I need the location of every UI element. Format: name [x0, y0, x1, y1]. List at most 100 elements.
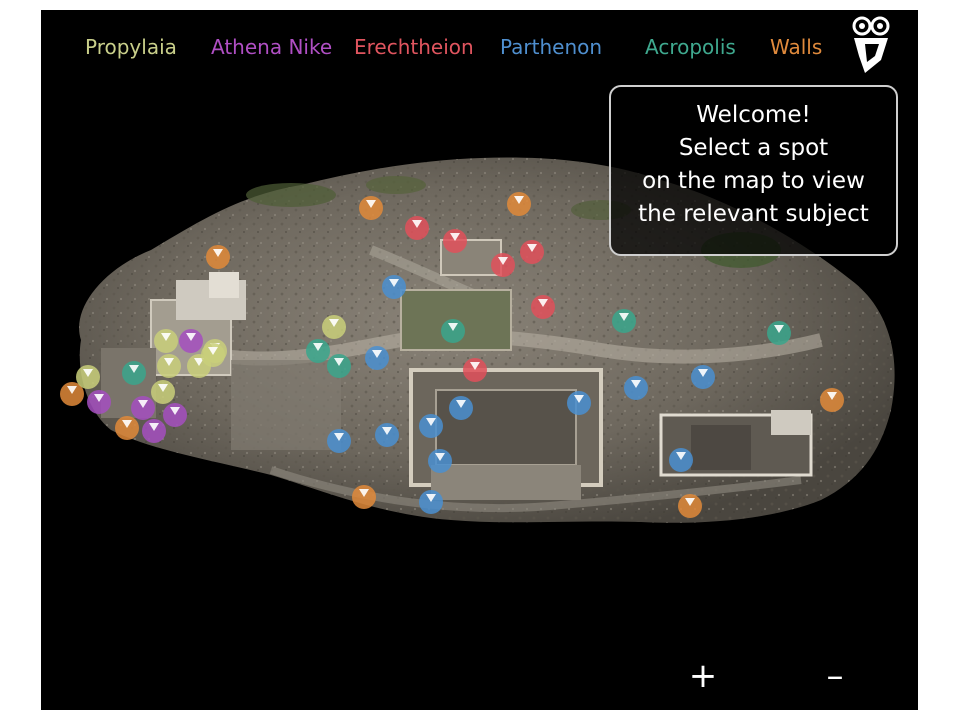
- map-marker-athena-nike[interactable]: [179, 329, 203, 353]
- map-marker-athena-nike[interactable]: [87, 390, 111, 414]
- owl-icon: [852, 16, 890, 73]
- map-marker-walls[interactable]: [206, 245, 230, 269]
- marker-pointer: [313, 343, 323, 351]
- marker-pointer: [676, 452, 686, 460]
- marker-pointer: [94, 394, 104, 402]
- marker-pointer: [685, 498, 695, 506]
- marker-pointer: [448, 323, 458, 331]
- map-marker-erechtheion[interactable]: [405, 216, 429, 240]
- marker-layer: [60, 192, 844, 518]
- map-marker-walls[interactable]: [359, 196, 383, 220]
- marker-pointer: [334, 433, 344, 441]
- map-marker-walls[interactable]: [820, 388, 844, 412]
- welcome-dialog: Welcome! Select a spot on the map to vie…: [609, 85, 898, 256]
- nav-item-athena-nike[interactable]: Athena Nike: [211, 35, 333, 59]
- marker-pointer: [138, 400, 148, 408]
- marker-pointer: [366, 200, 376, 208]
- map-marker-propylaia[interactable]: [201, 343, 225, 367]
- marker-pointer: [122, 420, 132, 428]
- marker-pointer: [149, 423, 159, 431]
- map-marker-parthenon[interactable]: [428, 449, 452, 473]
- map-marker-parthenon[interactable]: [375, 423, 399, 447]
- marker-pointer: [170, 407, 180, 415]
- marker-pointer: [619, 313, 629, 321]
- marker-pointer: [213, 249, 223, 257]
- map-marker-parthenon[interactable]: [449, 396, 473, 420]
- map-marker-athena-nike[interactable]: [142, 419, 166, 443]
- map-marker-erechtheion[interactable]: [491, 253, 515, 277]
- marker-pointer: [498, 257, 508, 265]
- map-marker-propylaia[interactable]: [76, 365, 100, 389]
- nav-item-walls[interactable]: Walls: [770, 35, 823, 59]
- map-marker-parthenon[interactable]: [669, 448, 693, 472]
- marker-pointer: [631, 380, 641, 388]
- marker-pointer: [186, 333, 196, 341]
- marker-pointer: [412, 220, 422, 228]
- nav-item-propylaia[interactable]: Propylaia: [85, 35, 177, 59]
- marker-pointer: [450, 233, 460, 241]
- marker-pointer: [208, 347, 218, 355]
- welcome-line-1: Welcome!: [696, 102, 811, 128]
- welcome-line-2: Select a spot: [678, 135, 829, 161]
- map-marker-parthenon[interactable]: [691, 365, 715, 389]
- map-marker-propylaia[interactable]: [157, 354, 181, 378]
- map-marker-parthenon[interactable]: [365, 346, 389, 370]
- map-marker-walls[interactable]: [507, 192, 531, 216]
- map-marker-parthenon[interactable]: [624, 376, 648, 400]
- map-marker-erechtheion[interactable]: [531, 295, 555, 319]
- zoom-in-button[interactable]: +: [688, 656, 718, 696]
- map-marker-acropolis[interactable]: [306, 339, 330, 363]
- map-marker-acropolis[interactable]: [612, 309, 636, 333]
- nav-item-parthenon[interactable]: Parthenon: [500, 35, 603, 59]
- map-marker-walls[interactable]: [352, 485, 376, 509]
- zoom-out-button[interactable]: –: [826, 656, 844, 696]
- marker-pointer: [827, 392, 837, 400]
- nav-item-acropolis[interactable]: Acropolis: [645, 35, 736, 59]
- map-marker-acropolis[interactable]: [767, 321, 791, 345]
- map-marker-erechtheion[interactable]: [463, 358, 487, 382]
- marker-pointer: [382, 427, 392, 435]
- nav-item-erechtheion[interactable]: Erechtheion: [354, 35, 474, 59]
- marker-pointer: [514, 196, 524, 204]
- marker-pointer: [334, 358, 344, 366]
- marker-pointer: [774, 325, 784, 333]
- map-marker-parthenon[interactable]: [419, 490, 443, 514]
- map-marker-parthenon[interactable]: [567, 391, 591, 415]
- map-marker-parthenon[interactable]: [382, 275, 406, 299]
- marker-pointer: [456, 400, 466, 408]
- marker-pointer: [470, 362, 480, 370]
- marker-pointer: [194, 358, 204, 366]
- marker-pointer: [527, 244, 537, 252]
- marker-pointer: [389, 279, 399, 287]
- welcome-line-3: on the map to view: [642, 168, 865, 194]
- map-marker-athena-nike[interactable]: [163, 403, 187, 427]
- marker-pointer: [129, 365, 139, 373]
- marker-pointer: [574, 395, 584, 403]
- category-nav: Propylaia Athena Nike Erechtheion Parthe…: [41, 34, 841, 64]
- map-marker-propylaia[interactable]: [154, 329, 178, 353]
- app-screen: Propylaia Athena Nike Erechtheion Parthe…: [41, 10, 918, 710]
- map-marker-athena-nike[interactable]: [131, 396, 155, 420]
- map-marker-propylaia[interactable]: [322, 315, 346, 339]
- map-marker-acropolis[interactable]: [327, 354, 351, 378]
- map-marker-acropolis[interactable]: [441, 319, 465, 343]
- map-marker-walls[interactable]: [60, 382, 84, 406]
- marker-pointer: [164, 358, 174, 366]
- marker-pointer: [158, 384, 168, 392]
- welcome-line-4: the relevant subject: [638, 201, 869, 227]
- map-marker-parthenon[interactable]: [419, 414, 443, 438]
- marker-pointer: [67, 386, 77, 394]
- marker-pointer: [698, 369, 708, 377]
- map-marker-walls[interactable]: [678, 494, 702, 518]
- marker-pointer: [329, 319, 339, 327]
- marker-pointer: [426, 418, 436, 426]
- map-marker-erechtheion[interactable]: [520, 240, 544, 264]
- map-marker-acropolis[interactable]: [122, 361, 146, 385]
- map-marker-erechtheion[interactable]: [443, 229, 467, 253]
- map-marker-propylaia[interactable]: [151, 380, 175, 404]
- marker-pointer: [372, 350, 382, 358]
- marker-pointer: [538, 299, 548, 307]
- map-marker-walls[interactable]: [115, 416, 139, 440]
- map-marker-parthenon[interactable]: [327, 429, 351, 453]
- marker-pointer: [426, 494, 436, 502]
